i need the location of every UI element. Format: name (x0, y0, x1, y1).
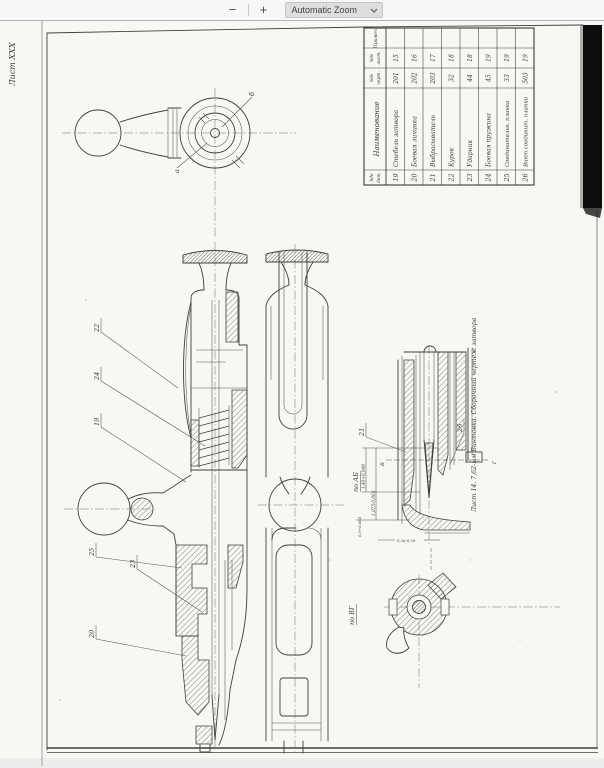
table-row: 23 Ударник 44 18 (466, 54, 474, 183)
callout-21: 21 (358, 428, 366, 437)
callout-22: 22 (93, 324, 101, 333)
cell-draw: 33 (504, 74, 511, 82)
cell-draw: 201 (393, 72, 400, 84)
th-draw-2: черт. (377, 71, 382, 85)
callout-a: а (173, 169, 181, 173)
cell-draw: 32 (449, 74, 456, 82)
callout-25: 25 (88, 548, 96, 557)
cell-sheet: 16 (412, 54, 419, 62)
cell-num: 21 (429, 173, 437, 182)
cell-name: Боевая личинка (412, 116, 419, 168)
section-VG-view: по ВГ (348, 572, 560, 688)
cell-name: Боевая пружина (486, 113, 493, 168)
sheet-corner-label: Лист XXX (8, 42, 17, 87)
parts-table: №№ дет. Наименование №№ черт. №№ лист. П… (363, 27, 535, 186)
scan-noise (59, 299, 557, 701)
engineering-drawing: Лист XXX б а (0, 20, 604, 768)
zoom-out-button[interactable]: − (222, 2, 244, 18)
cell-num: 19 (392, 173, 400, 181)
callout-b: б (248, 92, 256, 96)
cut-mark-v: В (380, 462, 386, 467)
scan-artifact-band (580, 25, 602, 218)
table-row: 21 Выбрасыватель 203 17 (429, 54, 437, 183)
cell-name: Соединительн. планка (505, 101, 511, 167)
zoom-controls: − + Automatic Zoom (222, 2, 383, 18)
th-sheet-1: №№ (369, 54, 375, 63)
cell-name: Выбрасыватель (430, 115, 437, 168)
chevron-down-icon (370, 8, 378, 13)
zoom-in-button[interactable]: + (253, 2, 275, 18)
cell-draw: 44 (467, 74, 474, 83)
cell-num: 20 (411, 173, 419, 182)
cell-draw: 203 (430, 72, 437, 85)
cell-draw: 202 (412, 72, 419, 85)
th-name: Наименование (373, 101, 381, 157)
callout-23: 23 (129, 560, 137, 569)
table-row: 19 Стебель затвора 201 15 (392, 54, 400, 182)
cell-sheet: 17 (430, 54, 437, 62)
cell-sheet: 19 (504, 54, 511, 62)
th-num-1: №№ (369, 173, 375, 182)
drawing-caption: Лист 14. 7,62-мм Винтовка. Сборочный чер… (471, 317, 478, 513)
callout-19: 19 (93, 418, 101, 426)
table-row: 20 Боевая личинка 202 16 (411, 54, 419, 183)
table-row: 22 Курок 32 18 (448, 54, 456, 183)
section-ab-label: по АБ (352, 472, 360, 492)
dim-1: 1,40+0,049 (361, 464, 366, 489)
dim-4: 0,2н-0,2д (397, 538, 416, 543)
th-draw-1: №№ (369, 74, 375, 83)
cell-draw: 503 (523, 72, 530, 84)
cell-num: 23 (466, 173, 474, 182)
cell-sheet: 19 (523, 54, 530, 62)
cell-num: 22 (448, 173, 456, 182)
cell-name: Курок (449, 147, 456, 168)
cell-sheet: 19 (486, 54, 493, 62)
cell-num: 24 (485, 173, 493, 182)
callout-20: 20 (88, 630, 96, 639)
dimension-annotations: 1,40+0,049 1,075-0,065 0,5+0,064 0,2н-0,… (356, 447, 440, 570)
bolt-end-view: б а (62, 88, 296, 238)
th-note: Примеч. (373, 27, 379, 49)
cell-sheet: 15 (393, 54, 400, 62)
table-row: 26 Винт соединит. планки 503 19 (522, 54, 530, 183)
cell-name: Ударник (467, 140, 474, 167)
cell-name: Стебель затвора (393, 109, 400, 167)
section-AB-view: В Г по АБ 21 26 1,40+0,049 1,075-0,065 0… (352, 345, 498, 570)
dim-3: 0,5+0,064 (357, 516, 362, 537)
cell-draw: 45 (486, 74, 493, 83)
sheet-frame (41, 21, 598, 766)
table-row: 25 Соединительн. планка 33 19 (503, 54, 511, 183)
section-vg-label: по ВГ (348, 605, 356, 625)
zoom-level-value: Automatic Zoom (291, 5, 358, 15)
zoom-level-select[interactable]: Automatic Zoom (284, 2, 383, 18)
toolbar-separator (247, 4, 249, 16)
bolt-section-view (77, 242, 248, 753)
table-row: 24 Боевая пружина 45 19 (485, 54, 493, 183)
pdf-toolbar: − + Automatic Zoom (0, 0, 604, 21)
th-sheet-2: лист. (377, 51, 382, 65)
callout-26: 26 (456, 424, 464, 433)
callout-24: 24 (93, 372, 101, 381)
cell-sheet: 18 (449, 54, 456, 62)
bolt-exterior-view (265, 244, 329, 755)
pdf-page-area[interactable]: Лист XXX б а (0, 20, 604, 768)
cell-num: 26 (522, 173, 530, 182)
cut-mark-g: Г (492, 460, 498, 465)
th-num-2: дет. (377, 172, 382, 183)
dim-2: 1,075-0,065 (371, 490, 376, 516)
cell-num: 25 (503, 173, 511, 182)
mainspring-coils (198, 405, 230, 468)
part-callouts: 22 24 19 25 23 20 (88, 318, 206, 657)
cell-name: Винт соединит. планки (524, 96, 530, 168)
cell-sheet: 18 (467, 54, 474, 62)
